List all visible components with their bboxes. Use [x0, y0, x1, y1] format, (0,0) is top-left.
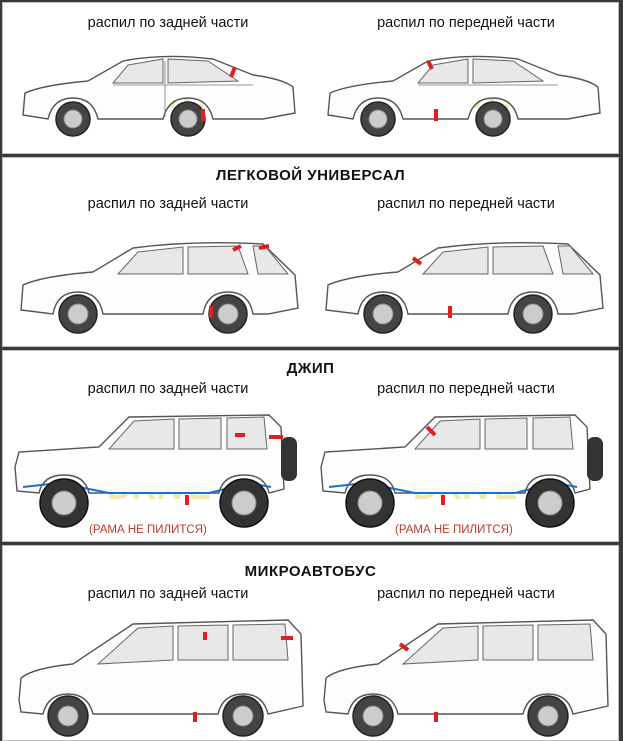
jeep-right-label: распил по передней части: [377, 381, 555, 397]
jeep-rear-cut-illustration: DRIVE: [14, 414, 297, 528]
wagon-left-label: распил по задней части: [87, 196, 249, 212]
wagon-title: ЛЕГКОВОЙ УНИВЕРСАЛ: [215, 167, 406, 184]
sedan-panel: распил по задней части распил по передне…: [2, 2, 619, 154]
wagon-rear-cut-illustration: DRIVE: [20, 241, 299, 334]
cut-mark-roof: [232, 244, 242, 252]
cut-mark-roof-rear: [258, 244, 270, 250]
sedan-rear-cut-illustration: DRIVE: [22, 55, 296, 137]
jeep-left-frame-note: (РАМА НЕ ПИЛИТСЯ): [89, 524, 207, 536]
minibus-panel: МИКРОАВТОБУС распил по задней части расп…: [2, 545, 619, 741]
sedan-front-cut-illustration: DRIVE: [327, 55, 601, 137]
cut-mark-roof: [229, 66, 237, 78]
jeep-panel: ДЖИП распил по задней части распил по пе…: [2, 350, 619, 542]
cut-mark-pillar: [426, 60, 434, 70]
cut-mark-pillar: [411, 256, 423, 266]
sedan-left-label: распил по задней части: [87, 15, 249, 31]
minibus-rear-cut-illustration: DRIVE: [18, 619, 304, 737]
jeep-title: ДЖИП: [286, 360, 335, 377]
minibus-left-label: распил по задней части: [87, 586, 249, 602]
jeep-left-label: распил по задней части: [87, 381, 249, 397]
wagon-front-cut-illustration: DRIVE: [325, 241, 604, 334]
wagon-panel: ЛЕГКОВОЙ УНИВЕРСАЛ распил по задней част…: [2, 157, 619, 347]
sedan-right-label: распил по передней части: [377, 15, 555, 31]
cut-mark-pillar: [398, 642, 410, 652]
jeep-right-frame-note: (РАМА НЕ ПИЛИТСЯ): [395, 524, 513, 536]
minibus-right-label: распил по передней части: [377, 586, 555, 602]
jeep-front-cut-illustration: DRIVE: [320, 414, 603, 528]
wagon-right-label: распил по передней части: [377, 196, 555, 212]
minibus-front-cut-illustration: DRIVE: [323, 619, 609, 737]
minibus-title: МИКРОАВТОБУС: [244, 563, 377, 580]
cut-mark-pillar: [425, 425, 437, 437]
